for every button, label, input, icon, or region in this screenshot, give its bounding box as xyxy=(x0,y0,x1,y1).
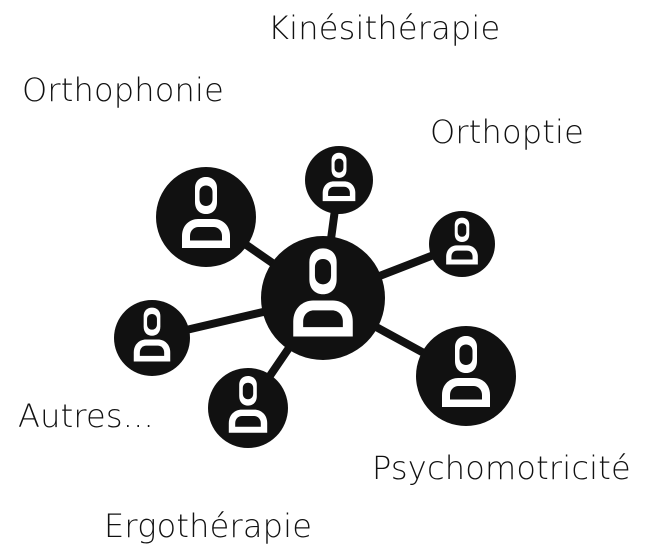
label-orthophonie: Orthophonie xyxy=(22,71,224,109)
node-right xyxy=(429,211,495,277)
node-bottom xyxy=(208,368,288,448)
node-left xyxy=(114,300,190,376)
label-kinesitherapie: Kinésithérapie xyxy=(268,9,501,47)
node-top xyxy=(305,146,373,214)
node-center xyxy=(261,236,385,360)
label-ergotherapie: Ergothérapie xyxy=(104,507,313,545)
label-orthoptie: Orthoptie xyxy=(430,113,584,151)
label-psychomotricite: Psychomotricité xyxy=(372,449,631,487)
node-bottom-right xyxy=(416,326,516,426)
label-autres: Autres... xyxy=(18,397,154,435)
node-top-left xyxy=(156,167,256,267)
